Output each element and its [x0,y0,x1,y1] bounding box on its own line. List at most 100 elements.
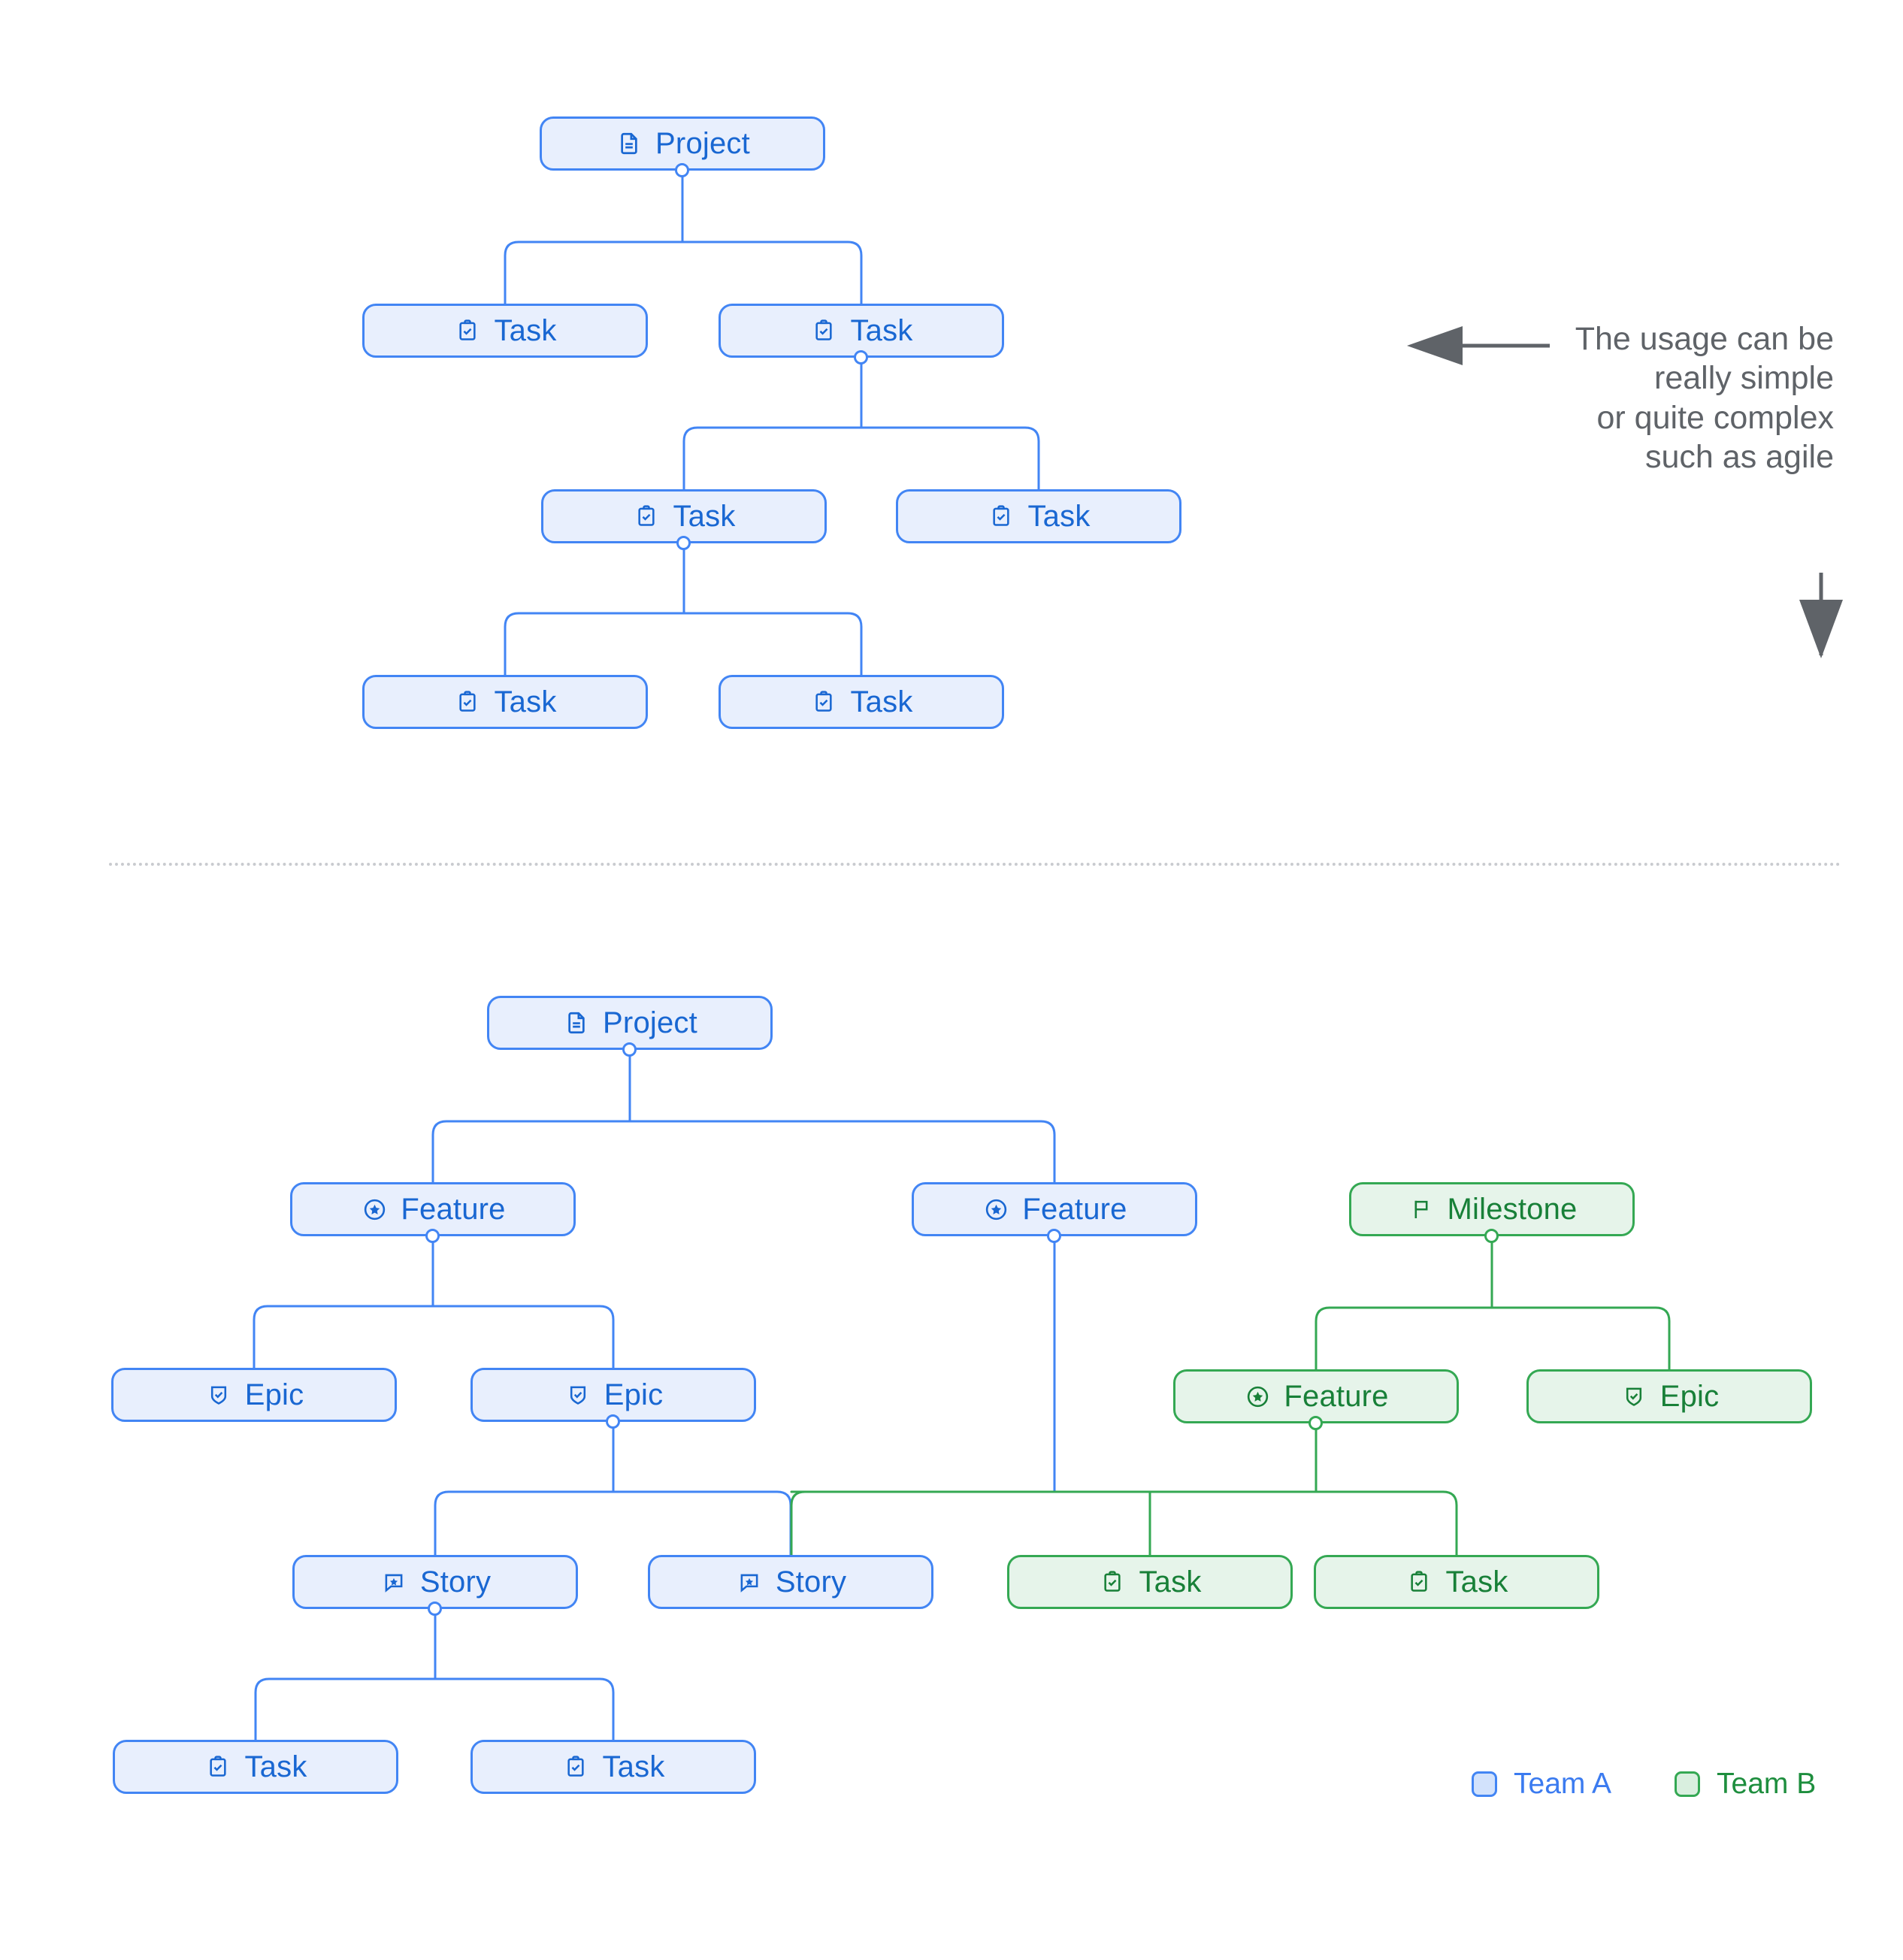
node-label: Task [494,313,557,347]
node-port [675,163,689,177]
node-task[interactable]: Task [719,675,1004,729]
node-label: Project [655,126,750,160]
annotation-text: The usage can be really simple or quite … [1428,319,1834,477]
edge-to-task5 [504,612,685,676]
edge-green-bus-line [790,1490,1458,1556]
edge-to-feature2 [628,1120,1056,1184]
edge-to-task6 [682,612,863,676]
edge-to-task3 [682,426,863,491]
epic-shield-icon [564,1381,592,1409]
edge-green-bus-left [790,1490,806,1507]
task-clipboard-icon [809,688,838,716]
edge-to-feature1 [431,1120,631,1184]
legend-item-team-b[interactable]: Team B [1675,1768,1816,1801]
legend-item-team-a[interactable]: Team A [1472,1768,1611,1801]
node-label: Task [244,1750,307,1783]
node-label: Story [419,1565,492,1599]
node-label: Task [1139,1565,1202,1599]
node-label: Task [850,313,913,347]
node-port [854,350,868,364]
section-divider [109,863,1841,866]
node-story[interactable]: Story [292,1555,578,1609]
task-clipboard-icon [453,316,482,345]
legend-label: Team A [1514,1768,1612,1800]
node-task[interactable]: Task [470,1740,756,1794]
node-port [1309,1416,1323,1430]
edge-to-task2 [681,240,863,305]
edge-to-green-epic [1490,1306,1671,1371]
node-port [425,1229,440,1243]
node-label: Milestone [1447,1192,1578,1226]
story-bubble-icon [380,1568,408,1596]
edge-to-task1 [504,240,684,305]
node-story[interactable]: Story [648,1555,933,1609]
story-bubble-icon [735,1568,764,1596]
node-label: Task [673,499,736,533]
node-label: Task [1445,1565,1508,1599]
task-clipboard-icon [1098,1568,1127,1596]
node-label: Story [775,1565,847,1599]
node-label: Epic [1659,1379,1720,1413]
node-task[interactable]: Task [719,304,1004,358]
node-port [1047,1229,1061,1243]
feature-star-icon [1243,1382,1272,1411]
legend-swatch-icon [1472,1771,1497,1797]
node-task[interactable]: Task [362,304,648,358]
annotation-line: The usage can be [1575,321,1834,357]
node-port [606,1414,620,1429]
edge-to-epic1 [253,1305,434,1369]
node-task[interactable]: Task [1007,1555,1293,1609]
task-clipboard-icon [204,1753,232,1781]
document-icon [562,1009,591,1037]
node-label: Epic [604,1378,664,1411]
task-clipboard-icon [987,502,1015,531]
node-label: Feature [1284,1379,1389,1413]
node-label: Task [850,685,913,718]
task-clipboard-icon [1405,1568,1433,1596]
node-port [1484,1229,1499,1243]
annotation-line: really simple [1654,360,1834,397]
annotation-line: such as agile [1645,439,1834,476]
node-epic[interactable]: Epic [111,1368,397,1422]
node-task[interactable]: Task [113,1740,398,1794]
milestone-flag-icon [1407,1195,1436,1223]
edge-to-bottomtask2 [434,1677,615,1741]
node-label: Project [603,1006,697,1039]
node-label: Task [602,1750,665,1783]
annotation-line: or quite complex [1596,399,1835,436]
node-project[interactable]: Project [540,116,825,171]
legend-label: Team B [1717,1768,1817,1800]
legend-swatch-icon [1675,1771,1700,1797]
node-milestone[interactable]: Milestone [1349,1182,1635,1236]
edge-to-epic2 [431,1305,615,1369]
node-epic[interactable]: Epic [1526,1369,1812,1423]
node-task[interactable]: Task [1314,1555,1599,1609]
edge-to-story2 [612,1490,792,1556]
task-clipboard-icon [809,316,838,345]
feature-star-icon [982,1195,1010,1223]
node-task[interactable]: Task [896,489,1181,543]
node-label: Epic [244,1378,304,1411]
task-clipboard-icon [561,1753,590,1781]
node-port [428,1602,442,1616]
document-icon [615,129,643,158]
edge-to-bottomtask1 [254,1677,437,1741]
node-project[interactable]: Project [487,996,773,1050]
node-label: Feature [401,1192,506,1226]
epic-shield-icon [204,1381,233,1409]
node-port [676,536,691,550]
task-clipboard-icon [453,688,482,716]
edge-to-story1 [434,1490,615,1556]
epic-shield-icon [1620,1382,1648,1411]
node-feature[interactable]: Feature [1173,1369,1459,1423]
node-port [622,1042,637,1057]
node-task[interactable]: Task [362,675,648,729]
node-feature[interactable]: Feature [290,1182,576,1236]
node-epic[interactable]: Epic [470,1368,756,1422]
feature-star-icon [360,1195,389,1223]
node-label: Task [1027,499,1091,533]
task-clipboard-icon [632,502,661,531]
node-label: Task [494,685,557,718]
